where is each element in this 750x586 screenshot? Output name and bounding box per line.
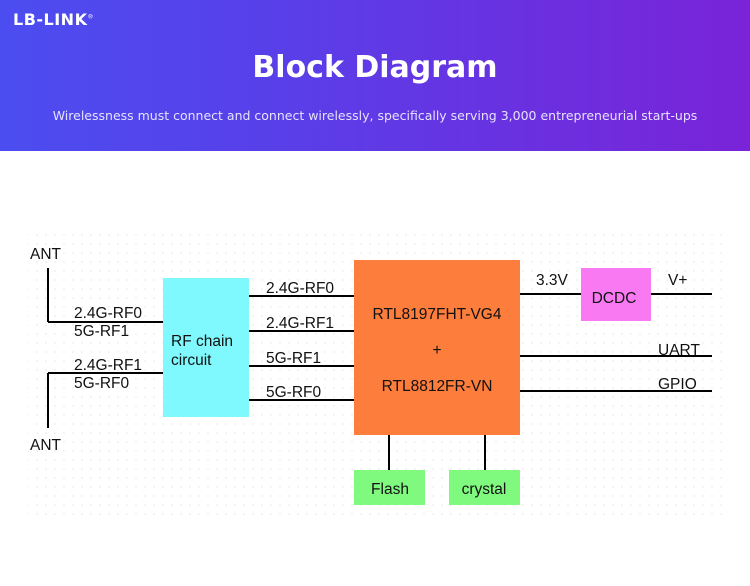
chip-label-3: RTL8812FR-VN <box>382 378 493 395</box>
rf-chain-block <box>163 278 249 417</box>
rf-link-label: 5G-RF0 <box>266 384 322 401</box>
flash-block <box>354 470 425 505</box>
peripheral-wiring <box>388 435 486 470</box>
antenna-bottom-label: ANT <box>30 437 62 454</box>
chip-label-1: RTL8197FHT-VG4 <box>373 306 502 323</box>
registered-mark-icon: ® <box>87 13 94 21</box>
rf-link-label: 5G-RF1 <box>266 350 321 367</box>
crystal-label: crystal <box>462 481 507 498</box>
antenna-wiring <box>47 268 163 428</box>
ant-bottom-link-label-2: 5G-RF0 <box>74 375 130 392</box>
flash-label: Flash <box>371 481 409 498</box>
power-input-label: 3.3V <box>536 272 569 289</box>
rf-link-label: 2.4G-RF0 <box>266 280 334 297</box>
page-title: Block Diagram <box>252 50 498 85</box>
header-banner: LB-LINK® Block Diagram Wirelessness must… <box>0 0 750 151</box>
gpio-label: GPIO <box>658 376 697 393</box>
brand-logo[interactable]: LB-LINK® <box>13 10 94 29</box>
dcdc-label: DCDC <box>592 290 637 307</box>
rf-block-label-1: RF chain <box>171 333 233 350</box>
page-subtitle: Wirelessness must connect and connect wi… <box>52 108 698 123</box>
logo-text: LB-LINK <box>13 10 88 29</box>
ant-bottom-link-label-1: 2.4G-RF1 <box>74 357 142 374</box>
antenna-top-label: ANT <box>30 246 62 263</box>
power-output-label: V+ <box>668 272 687 289</box>
dcdc-block <box>581 268 651 321</box>
rf-block-label-2: circuit <box>171 352 212 369</box>
ant-top-link-label-2: 5G-RF1 <box>74 323 129 340</box>
ant-top-link-label-1: 2.4G-RF0 <box>74 305 142 322</box>
rf-link-label: 2.4G-RF1 <box>266 315 334 332</box>
uart-label: UART <box>658 342 700 359</box>
interface-wiring <box>520 355 712 392</box>
crystal-block <box>449 470 520 505</box>
soc-chip-block <box>354 260 520 435</box>
rf-links <box>249 295 354 401</box>
chip-label-2: + <box>432 342 441 359</box>
